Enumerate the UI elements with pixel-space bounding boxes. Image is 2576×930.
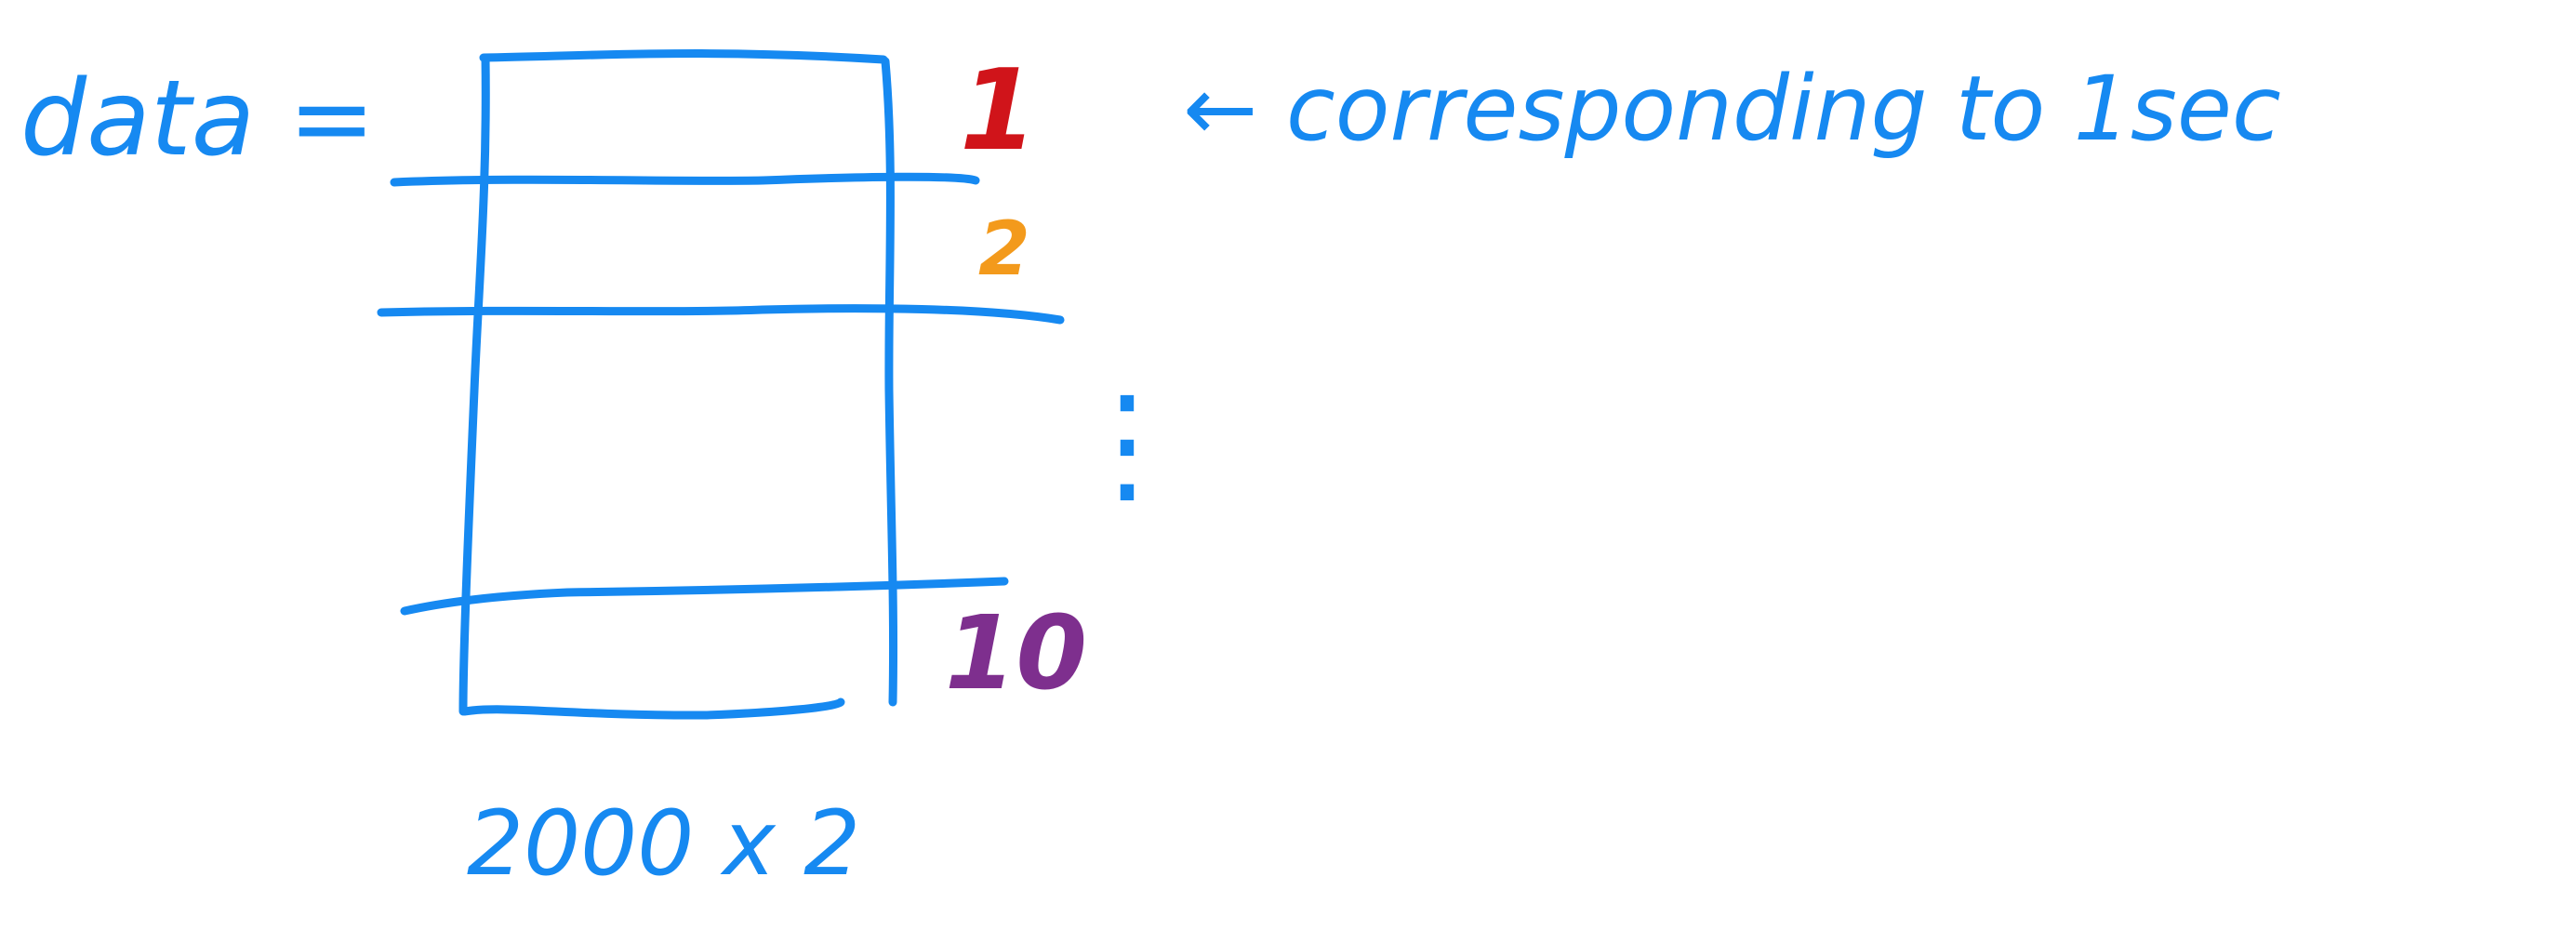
row-divider-1: [390, 172, 980, 187]
row-divider-2: [377, 304, 1065, 325]
row-label-last: 10: [945, 593, 1087, 712]
matrix-left-edge: [458, 53, 490, 716]
matrix-diagram: [377, 49, 1065, 720]
matrix-bottom-edge: [460, 698, 845, 720]
data-equals-label: data =: [20, 59, 376, 179]
row-ellipsis: ⋮: [1062, 368, 1192, 520]
annotation-text: ← corresponding to 1sec: [1183, 57, 2281, 161]
row-label-first: 1: [960, 46, 1038, 176]
dimensions-label: 2000 x 2: [467, 791, 860, 896]
matrix-top-edge: [479, 49, 888, 64]
matrix-right-edge: [881, 57, 898, 707]
row-label-second: 2: [978, 206, 1030, 292]
row-divider-3: [400, 577, 1009, 616]
